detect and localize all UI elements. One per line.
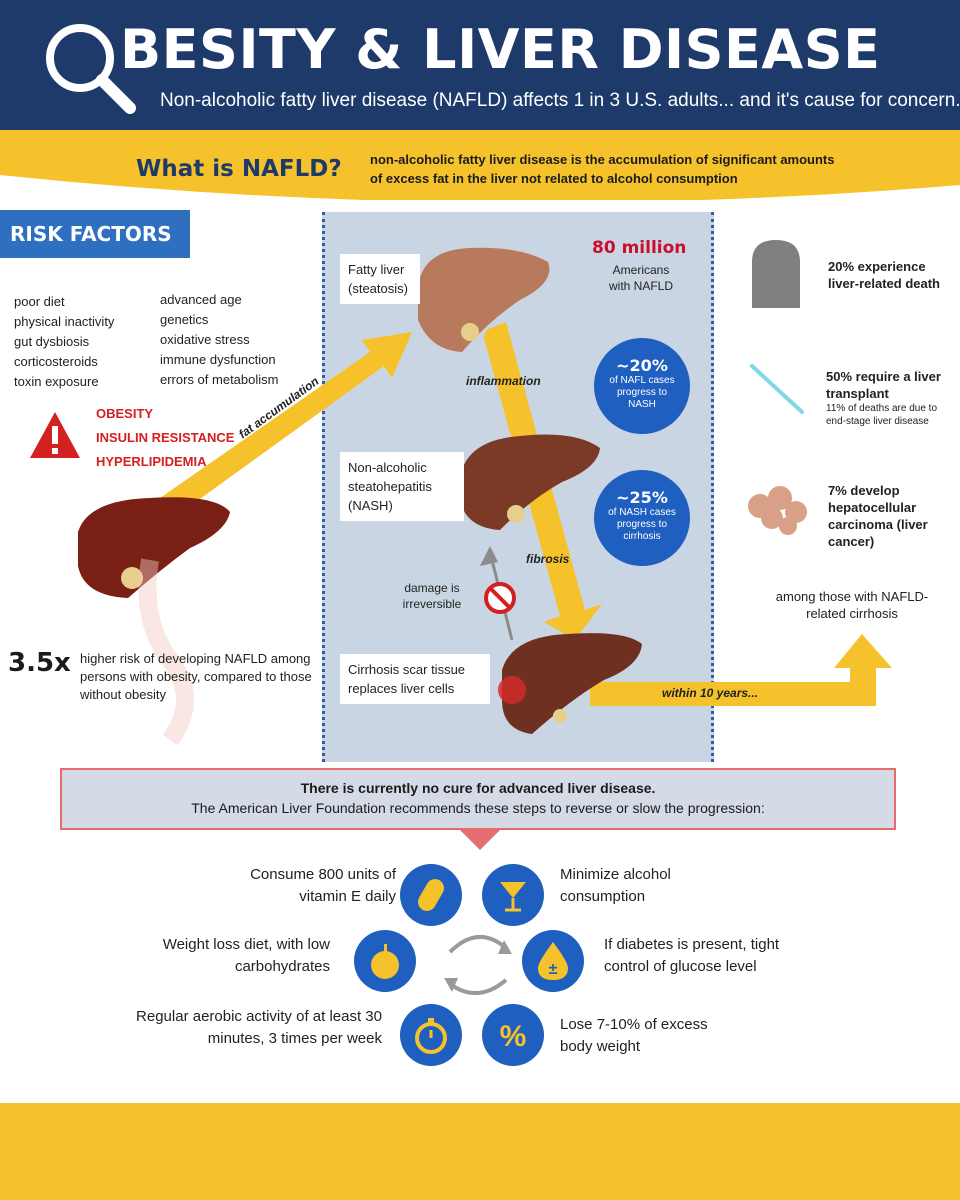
cocktail-icon	[482, 864, 544, 926]
outcome-transplant: 50% require a liver transplant 11% of de…	[826, 369, 941, 427]
stage-fatty-liver: Fatty liver (steatosis)	[340, 254, 420, 304]
risk-list-left: poor diet physical inactivity gut dysbio…	[14, 292, 114, 392]
outcomes-note: among those with NAFLD-related cirrhosis	[775, 589, 929, 621]
fat-accumulation-arrow	[150, 332, 412, 522]
risk-item: errors of metabolism	[160, 372, 279, 387]
step-weight-loss: Lose 7-10% of excess body weight	[560, 1016, 708, 1055]
pill-icon	[400, 864, 462, 926]
cycle-arrows-icon	[448, 934, 508, 954]
scalpel-icon	[750, 364, 804, 414]
outcome-death: 20% experience liver-related death	[828, 259, 940, 291]
risk-item: poor diet	[14, 294, 65, 309]
risk-item: advanced age	[160, 292, 242, 307]
definition-band	[0, 130, 960, 200]
inflammation-label: inflammation	[466, 374, 541, 388]
risk-multiplier-text: higher risk of developing NAFLD among pe…	[80, 651, 312, 702]
risk-item: toxin exposure	[14, 374, 99, 389]
stage-cirrhosis: Cirrhosis scar tissue replaces liver cel…	[340, 654, 490, 704]
svg-text:±: ±	[549, 961, 558, 978]
tombstone-icon	[752, 240, 800, 308]
step-alcohol: Minimize alcohol consumption	[560, 866, 671, 905]
major-risk-item: HYPERLIPIDEMIA	[96, 454, 207, 469]
nafld-question: What is NAFLD?	[136, 156, 342, 182]
risk-item: corticosteroids	[14, 354, 98, 369]
step-diabetes: If diabetes is present, tight control of…	[604, 936, 780, 975]
risk-item: gut dysbiosis	[14, 334, 90, 349]
risk-factors-heading: RISK FACTORS	[10, 222, 172, 246]
cancer-cells-icon	[748, 486, 807, 535]
apple-icon	[354, 930, 416, 992]
svg-text:%: %	[500, 1020, 527, 1053]
footer-band	[0, 1103, 960, 1200]
page-title: BESITY & LIVER DISEASE	[120, 18, 881, 81]
risk-item: immune dysfunction	[160, 352, 276, 367]
risk-item: physical inactivity	[14, 314, 115, 329]
healthy-liver-illustration	[78, 497, 230, 746]
stopwatch-icon	[400, 1004, 462, 1066]
prevalence-text: Americans with NAFLD	[608, 263, 673, 293]
progression-stat-cirrhosis: ~25% of NASH cases progress to cirrhosis	[594, 470, 690, 566]
step-vitamin-e: Consume 800 units of vitamin E daily	[250, 866, 396, 905]
risk-item: genetics	[160, 312, 209, 327]
major-risk-item: INSULIN RESISTANCE	[96, 430, 235, 445]
nafld-definition: non-alcoholic fatty liver disease is the…	[370, 152, 835, 186]
damage-irreversible-label: damage is irreversible	[402, 581, 462, 611]
outcome-carcinoma: 7% develop hepatocellular carcinoma (liv…	[828, 483, 928, 549]
risk-list-right: advanced age genetics oxidative stress i…	[160, 290, 278, 390]
within-years-arrow	[590, 634, 892, 706]
stage-nash: Non-alcoholic steatohepatitis (NASH)	[340, 452, 464, 521]
within-years-label: within 10 years...	[662, 686, 759, 700]
progression-stat-nash: ~20% of NAFL cases progress to NASH	[594, 338, 690, 434]
header-banner	[0, 0, 960, 130]
risk-item: oxidative stress	[160, 332, 250, 347]
cure-pointer	[460, 830, 500, 850]
step-diet: Weight loss diet, with low carbohydrates	[162, 936, 330, 975]
no-cure-recommendation: The American Liver Foundation recommends…	[191, 800, 765, 816]
percent-icon: %	[482, 1004, 544, 1066]
step-aerobic: Regular aerobic activity of at least 30 …	[136, 1008, 382, 1047]
magnifier-icon	[46, 24, 136, 114]
warning-icon	[30, 412, 80, 458]
major-risk-list: OBESITY INSULIN RESISTANCE HYPERLIPIDEMI…	[96, 402, 234, 474]
glucose-drop-icon: ±	[522, 930, 584, 992]
page-subtitle: Non-alcoholic fatty liver disease (NAFLD…	[160, 90, 960, 111]
major-risk-item: OBESITY	[96, 406, 154, 421]
risk-multiplier: 3.5x	[8, 648, 71, 678]
risk-factors-tab	[0, 210, 190, 258]
no-cure-heading: There is currently no cure for advanced …	[300, 780, 656, 796]
cirrhosis-liver-illustration	[498, 633, 642, 734]
nash-liver-illustration	[460, 434, 600, 530]
no-cure-banner: There is currently no cure for advanced …	[60, 768, 896, 830]
fibrosis-label: fibrosis	[526, 552, 570, 566]
prevalence-value: 80 million	[592, 238, 687, 258]
fatty-liver-illustration	[418, 247, 550, 352]
